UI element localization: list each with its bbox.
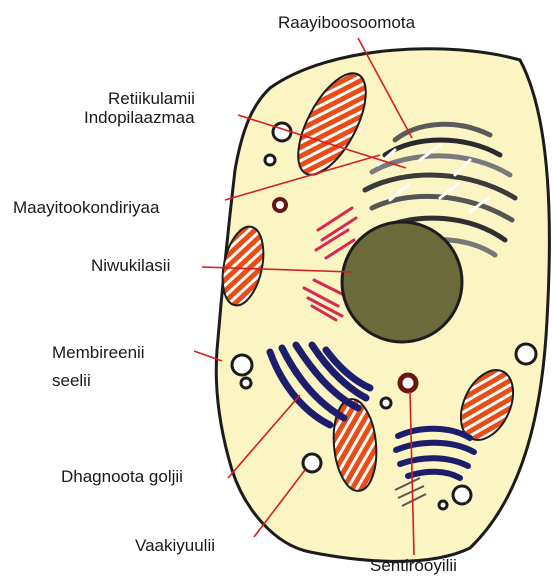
label-er-line2: Indopilaazmaa	[84, 108, 195, 128]
label-er-line1: Retiikulamii	[108, 89, 195, 109]
label-vacuole: Vaakiyuulii	[135, 536, 215, 556]
label-ribosome: Raayiboosoomota	[278, 13, 415, 33]
label-golgi: Dhagnoota goljii	[61, 467, 183, 487]
small-body	[274, 199, 286, 211]
label-centriole: Sentirooyilii	[370, 556, 457, 576]
label-mitochondria: Maayitookondiriyaa	[13, 198, 159, 218]
nucleus	[342, 222, 462, 342]
label-membrane-line2: seelii	[52, 371, 91, 391]
label-membrane-line1: Membireenii	[52, 343, 145, 363]
centriole	[400, 375, 416, 391]
label-nucleus: Niwukilasii	[91, 256, 170, 276]
